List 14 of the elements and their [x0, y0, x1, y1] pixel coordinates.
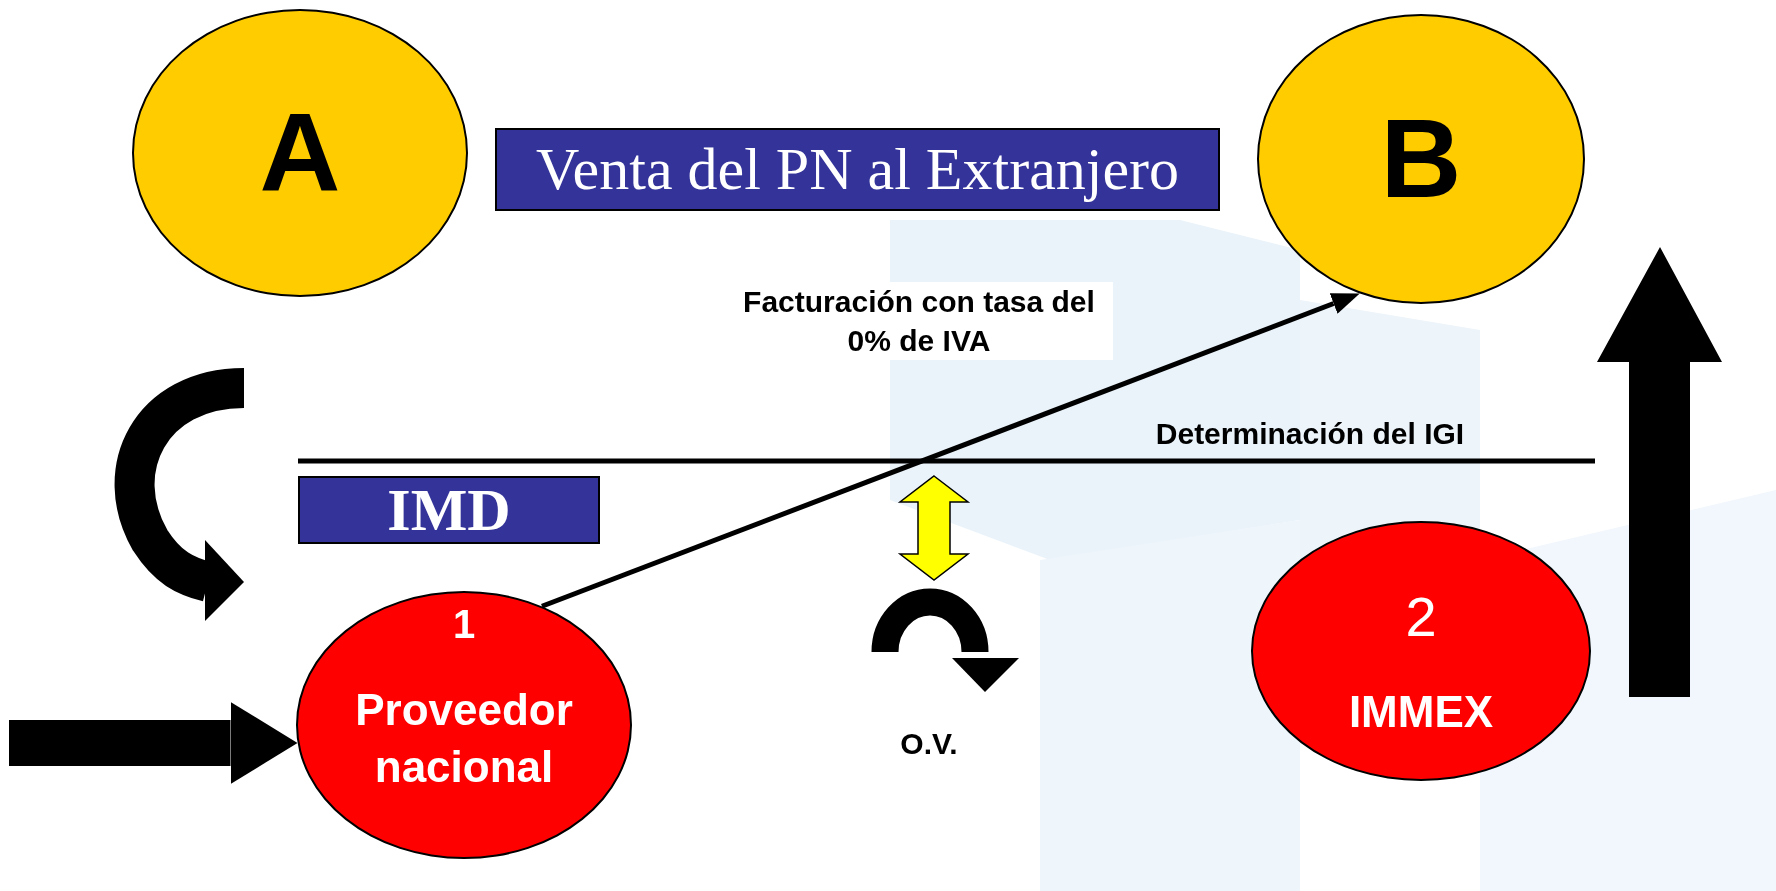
node-text: IMMEX [1348, 687, 1494, 738]
arrow [541, 293, 1360, 609]
title-banner [495, 128, 1220, 211]
node-text: Proveedor nacional [354, 684, 574, 794]
block-arrow [9, 702, 298, 784]
title-banner [298, 476, 600, 544]
node-text: IMD [387, 475, 511, 545]
node-text: 2 [1405, 585, 1437, 650]
node-text: B [1380, 94, 1462, 223]
node-text: 1 [452, 601, 476, 647]
node-text: A [259, 88, 341, 217]
text-label: O.V. [899, 726, 959, 762]
node-text: Venta del PN al Extranjero [535, 135, 1180, 204]
text-label: Determinación del IGI [1154, 416, 1466, 452]
